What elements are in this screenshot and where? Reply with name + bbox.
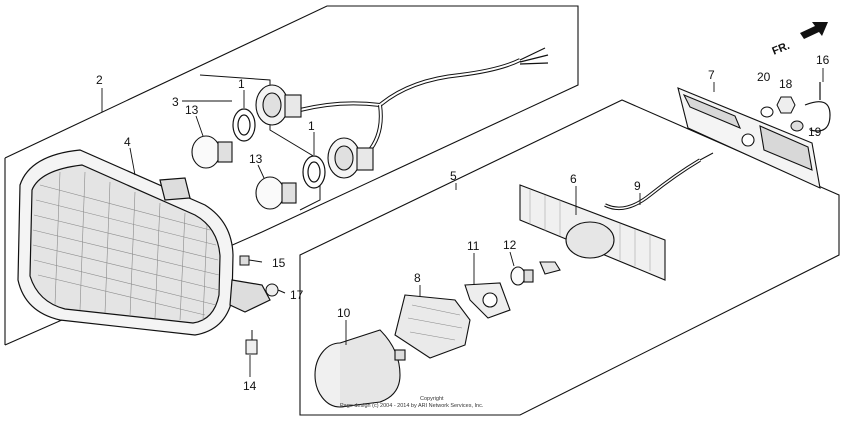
callout-13a: 13 [185, 103, 199, 117]
leader-lines [101, 68, 824, 377]
copyright-line-1: Copyright [420, 396, 444, 402]
callout-2: 2 [96, 73, 103, 87]
upper-bulb [191, 135, 233, 169]
tail-lens [17, 149, 271, 336]
callout-7: 7 [708, 68, 715, 82]
callout-6: 6 [570, 172, 577, 186]
callout-20: 20 [757, 70, 771, 84]
callout-19: 19 [808, 125, 822, 139]
lower-socket [327, 137, 374, 179]
reflector-6 [519, 184, 666, 281]
license-light-assembly-outline [299, 99, 840, 416]
socket-group-bracket [182, 74, 321, 211]
screw-15 [239, 255, 263, 266]
harness-9 [604, 152, 714, 211]
callout-labels: 1 1 2 3 4 5 6 7 8 9 10 11 12 13 13 14 15… [96, 53, 830, 393]
callout-18: 18 [779, 77, 793, 91]
callout-15: 15 [272, 256, 286, 270]
lower-gasket [302, 155, 326, 189]
callout-11: 11 [467, 239, 480, 253]
callout-1a: 1 [238, 77, 245, 91]
direction-label: FR. [771, 40, 792, 58]
callout-14: 14 [243, 379, 257, 393]
license-bracket-7 [677, 87, 821, 189]
nut-14 [245, 330, 258, 355]
upper-gasket [232, 108, 256, 142]
callout-12: 12 [503, 238, 517, 252]
callout-5: 5 [450, 169, 457, 183]
bolt-19 [790, 120, 804, 132]
callout-8: 8 [414, 271, 421, 285]
lamp-housing-10 [314, 329, 406, 408]
copyright-notice: Copyright Page design (c) 2004 - 2014 by… [340, 396, 484, 409]
copyright-line-2: Page design (c) 2004 - 2014 by ARI Netwo… [340, 403, 484, 409]
callout-3: 3 [172, 95, 179, 109]
upper-socket [255, 84, 302, 126]
callout-13b: 13 [249, 152, 263, 166]
callout-16: 16 [816, 53, 830, 67]
callout-10: 10 [337, 306, 351, 320]
cover-8 [394, 294, 471, 359]
callout-17: 17 [290, 288, 304, 302]
socket-11 [464, 282, 511, 319]
clip-16 [804, 82, 831, 132]
lower-bulb [255, 176, 297, 210]
callout-1b: 1 [308, 119, 315, 133]
callout-9: 9 [634, 179, 641, 193]
grommet-17 [265, 283, 286, 297]
callout-4: 4 [124, 135, 131, 149]
washer-20 [760, 106, 774, 118]
nut-18 [776, 96, 796, 114]
bulb-12 [510, 261, 561, 286]
